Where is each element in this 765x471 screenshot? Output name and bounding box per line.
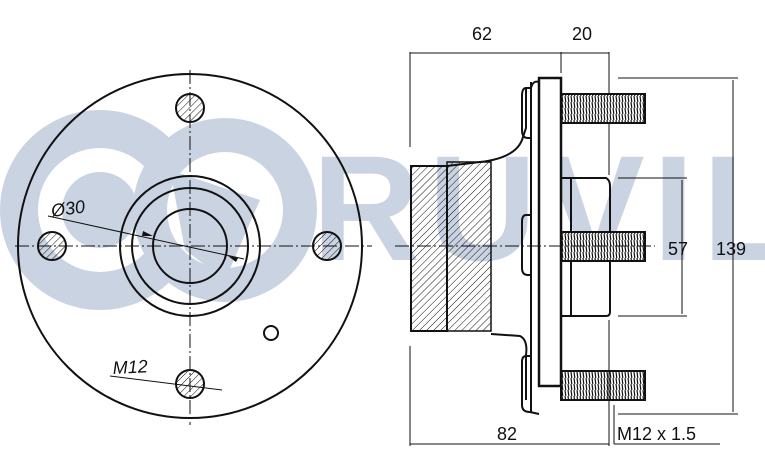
front-view: Ø30 M12 — [15, 70, 372, 425]
flange-diameter-label: 139 — [716, 239, 746, 259]
wheel-flange — [537, 76, 563, 388]
stud-hole-right — [312, 231, 342, 261]
stud-protrusion-label: 20 — [572, 24, 592, 44]
stud-thread-label: M12 — [112, 356, 148, 378]
pilot-diameter-label: 57 — [668, 239, 688, 259]
brand-watermark: RUVILLE — [0, 110, 765, 310]
brand-logo-icon — [0, 110, 317, 310]
wheel-stud-top — [560, 93, 646, 124]
arrow-icon — [142, 231, 153, 236]
flange-boss-top — [521, 80, 540, 139]
bearing-outer-race — [410, 165, 448, 332]
bore-diameter-leader — [47, 215, 245, 260]
arrow-icon — [228, 256, 238, 262]
flange-boss-bottom — [521, 355, 540, 415]
bore-circle — [152, 208, 228, 284]
locating-pin-hole — [263, 325, 279, 341]
hub-outer-ring — [119, 175, 261, 317]
stud-hole-top — [175, 93, 205, 123]
stud-thread-spec-label: M12 x 1.5 — [617, 424, 696, 444]
bore-diameter-label: Ø30 — [49, 196, 86, 221]
side-view: 62 20 57 139 82 — [395, 24, 746, 446]
hub-upper-profile — [446, 88, 527, 167]
flange-offset-label: 62 — [472, 24, 492, 44]
wheel-stud-bottom — [560, 370, 646, 401]
hub-lower-profile — [490, 333, 528, 400]
overall-width-label: 82 — [497, 424, 517, 444]
stud-hole-bottom — [175, 369, 205, 399]
hub-middle-ring — [131, 187, 249, 305]
stud-thread-leader — [109, 375, 223, 391]
stud-hole-left — [37, 231, 67, 261]
flange-boss-middle — [521, 214, 531, 276]
